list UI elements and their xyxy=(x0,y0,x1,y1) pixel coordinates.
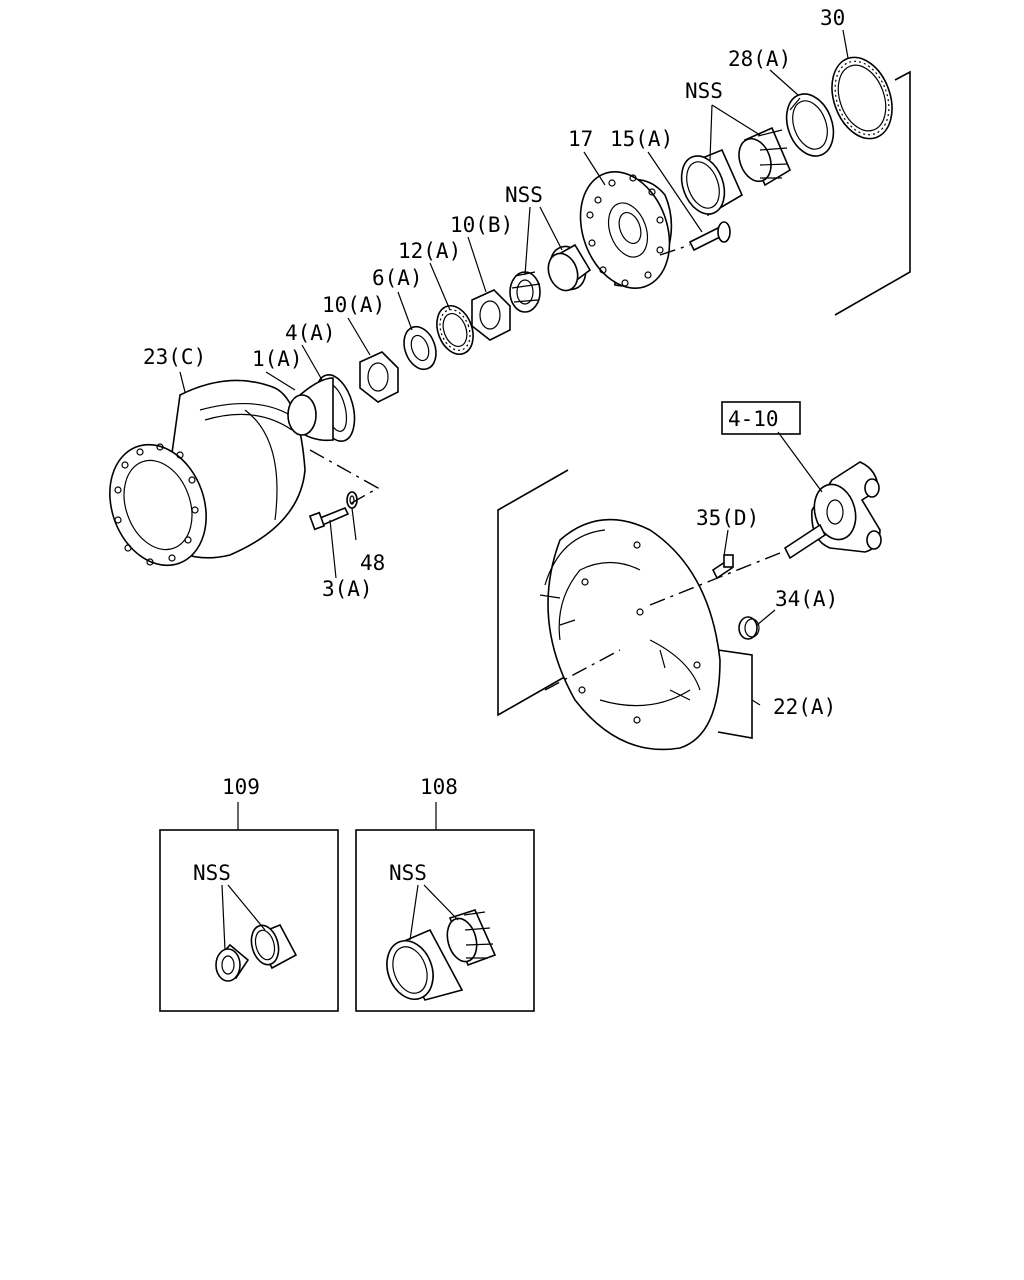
nut-10a xyxy=(359,351,399,403)
bearing-cone-top xyxy=(738,126,792,187)
axis-line-backing-plate xyxy=(544,649,621,691)
label-34a: 34(A) xyxy=(775,587,838,611)
label-nss-109: NSS xyxy=(193,861,231,885)
label-28a: 28(A) xyxy=(728,47,791,71)
screw-35d xyxy=(711,554,734,580)
label-108: 108 xyxy=(420,775,458,799)
label-10b: 10(B) xyxy=(450,213,513,237)
backing-plate xyxy=(539,518,721,751)
leader-nss-108 xyxy=(409,884,459,941)
axis-line-hub xyxy=(309,449,380,506)
hub-bolt xyxy=(688,221,731,252)
bearing-cup-top xyxy=(680,148,744,217)
label-35d: 35(D) xyxy=(696,506,759,530)
kit-box-109 xyxy=(159,829,339,1012)
wheel-hub xyxy=(579,171,673,289)
axis-line-knuckle xyxy=(649,544,801,606)
label-1a: 1(A) xyxy=(252,347,303,371)
label-109: 109 xyxy=(222,775,260,799)
kit-108-cone xyxy=(446,909,497,967)
kit-109-cup xyxy=(250,923,298,970)
axis-line-hub-bolt xyxy=(659,244,691,256)
label-nss-mid: NSS xyxy=(505,183,543,207)
bearing-cone-mid xyxy=(509,271,541,313)
steering-knuckle xyxy=(783,461,882,560)
label-15a: 15(A) xyxy=(610,127,673,151)
label-10a: 10(A) xyxy=(322,293,385,317)
plug xyxy=(738,616,760,640)
kit-box-108 xyxy=(355,829,535,1012)
bolt xyxy=(308,506,350,531)
lock-washer-12a xyxy=(436,304,474,356)
label-4a: 4(A) xyxy=(285,321,336,345)
oil-seal xyxy=(785,93,835,157)
kit-109-cone xyxy=(215,943,250,982)
label-6a: 6(A) xyxy=(372,266,423,290)
washer-6a xyxy=(403,325,437,371)
nut-10b xyxy=(471,289,511,341)
label-4-10: 4-10 xyxy=(728,407,779,431)
label-23c: 23(C) xyxy=(143,345,206,369)
label-48: 48 xyxy=(360,551,385,575)
bracket-top-right xyxy=(834,70,911,316)
kit-108-cup xyxy=(386,928,464,1001)
label-17: 17 xyxy=(568,127,593,151)
label-nss-108: NSS xyxy=(389,861,427,885)
hub-cap xyxy=(287,374,356,442)
brake-drum xyxy=(109,379,306,567)
reference-box-4-10 xyxy=(721,401,801,435)
leader-nss-109 xyxy=(221,884,266,951)
label-nss-top: NSS xyxy=(685,79,723,103)
label-30: 30 xyxy=(820,6,845,30)
label-22a: 22(A) xyxy=(773,695,836,719)
leader-lines xyxy=(179,29,849,830)
label-3a: 3(A) xyxy=(322,577,373,601)
label-12a: 12(A) xyxy=(398,239,461,263)
bracket-backing-plate xyxy=(497,469,753,739)
tone-ring xyxy=(831,56,893,140)
bearing-cup-mid xyxy=(547,243,592,292)
